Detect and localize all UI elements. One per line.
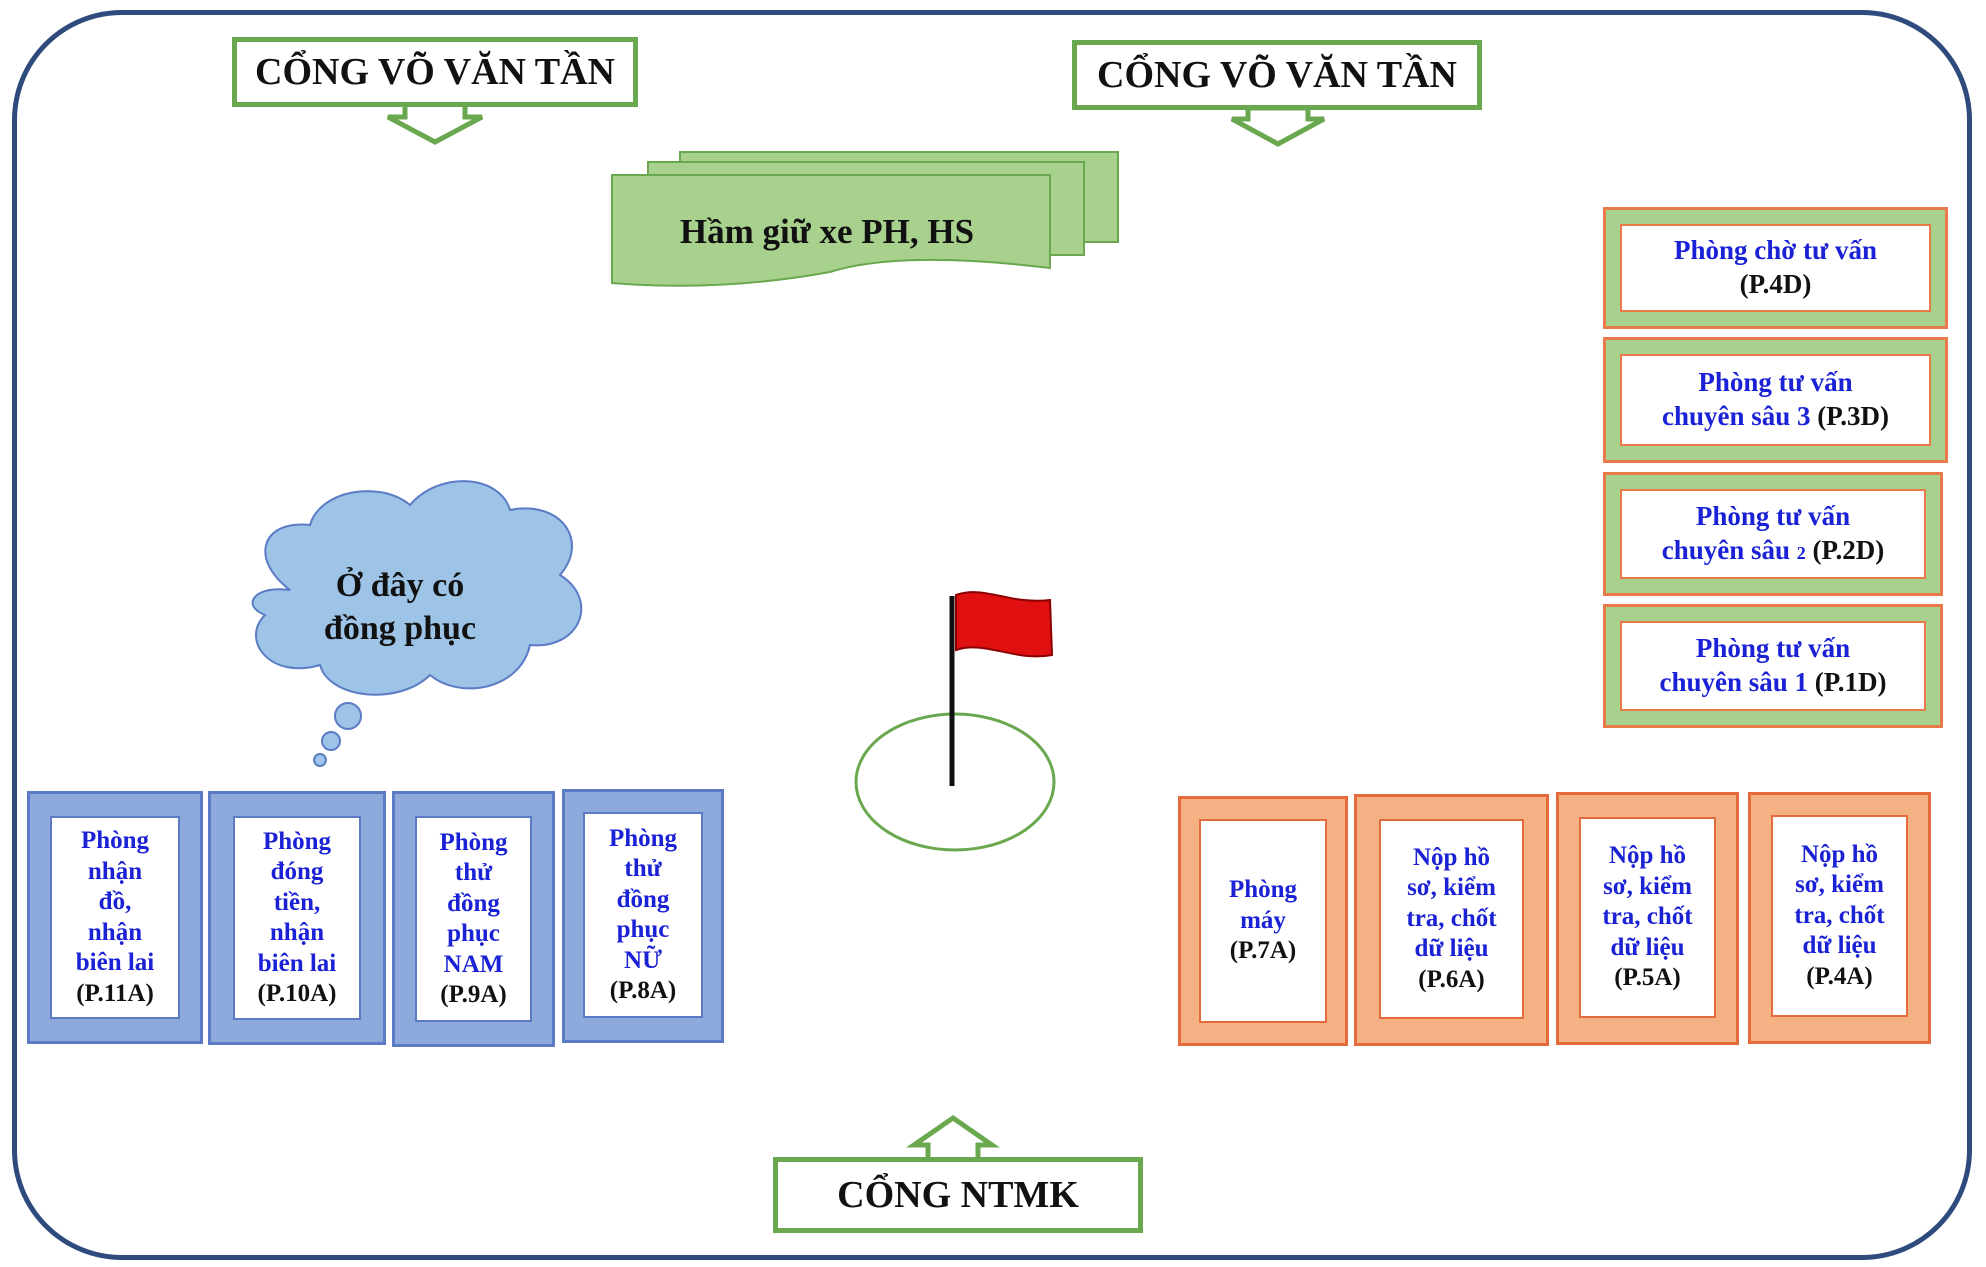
room-number-small: 2 bbox=[1796, 543, 1806, 563]
room-p11a: Phòng nhận đồ, nhận biên lai (P.11A) bbox=[27, 791, 203, 1044]
room-label-line: nhận bbox=[87, 918, 143, 946]
room-code: (P.7A) bbox=[1229, 937, 1297, 965]
room-label-line: phục bbox=[616, 916, 670, 943]
room-label-line: tiền, bbox=[273, 888, 321, 916]
room-label-line: tra, chốt bbox=[1406, 904, 1497, 932]
room-label-line: dữ liệu bbox=[1610, 933, 1685, 961]
flag-icon bbox=[955, 591, 1054, 658]
room-p1d: Phòng tư vấn chuyên sâu 1 (P.1D) bbox=[1603, 604, 1943, 728]
room-p10a: Phòng đóng tiền, nhận biên lai (P.10A) bbox=[208, 791, 386, 1045]
room-label-line: thử bbox=[454, 859, 493, 886]
room-p8a: Phòng thử đồng phục NỮ (P.8A) bbox=[562, 789, 724, 1043]
room-label-line: Nộp hồ bbox=[1608, 842, 1687, 870]
room-label: chuyên sâu bbox=[1661, 535, 1791, 565]
room-p5a: Nộp hồ sơ, kiểm tra, chốt dữ liệu (P.5A) bbox=[1556, 792, 1739, 1045]
room-label-line: Phòng bbox=[1228, 876, 1298, 904]
gate-top-left: CỔNG VÕ VĂN TẦN bbox=[232, 37, 638, 107]
room-label: Phòng tư vấn bbox=[1698, 367, 1853, 398]
room-label-line: Phòng bbox=[262, 827, 332, 855]
room-label-line: NỮ bbox=[624, 946, 662, 974]
room-label-line: phục bbox=[447, 920, 500, 947]
down-arrow-icon bbox=[1230, 105, 1326, 147]
room-label: Phòng tư vấn bbox=[1695, 633, 1851, 664]
gate-top-right: CỔNG VÕ VĂN TẦN bbox=[1072, 40, 1482, 110]
room-p3d: Phòng tư vấn chuyên sâu 3 (P.3D) bbox=[1603, 337, 1948, 463]
room-label-line: Phòng bbox=[80, 827, 150, 854]
room-label-line: biên lai bbox=[257, 949, 337, 977]
room-label: Phòng chờ tư vấn bbox=[1674, 235, 1877, 266]
bubble-line-2: đồng phục bbox=[323, 609, 477, 647]
room-code: (P.8A) bbox=[609, 977, 677, 1004]
down-arrow-icon bbox=[386, 101, 484, 145]
parking-shape bbox=[611, 151, 1119, 287]
room-label-line: sơ, kiểm bbox=[1603, 872, 1692, 900]
room-label-line: Phòng bbox=[608, 824, 678, 852]
room-label-line: dữ liệu bbox=[1802, 932, 1877, 960]
gate-top-left-label: CỔNG VÕ VĂN TẦN bbox=[255, 51, 615, 93]
cloud-icon bbox=[251, 480, 583, 767]
room-label-line: nhận bbox=[87, 857, 143, 885]
flag-circle bbox=[854, 712, 1056, 852]
room-code: (P.4A) bbox=[1806, 962, 1873, 990]
room-label: chuyên sâu 3 bbox=[1661, 401, 1811, 431]
room-label-line: sơ, kiểm bbox=[1407, 874, 1496, 902]
room-code: (P.2D) bbox=[1812, 535, 1885, 565]
gate-bottom: CỔNG NTMK bbox=[773, 1157, 1143, 1233]
room-label-line: Nộp hồ bbox=[1412, 843, 1491, 871]
room-label-line: NAM bbox=[443, 950, 504, 978]
room-code: (P.5A) bbox=[1614, 964, 1681, 992]
room-p4a: Nộp hồ sơ, kiểm tra, chốt dữ liệu (P.4A) bbox=[1748, 792, 1931, 1044]
room-label-line: thử bbox=[624, 855, 662, 882]
room-label-line: đồ, bbox=[98, 888, 132, 915]
room-label-line: Nộp hồ bbox=[1800, 840, 1879, 868]
room-code: (P.3D) bbox=[1817, 401, 1890, 431]
room-label: chuyên sâu 1 bbox=[1659, 667, 1809, 697]
room-label-line: đóng bbox=[270, 858, 324, 885]
room-label-line: sơ, kiểm bbox=[1795, 871, 1884, 899]
room-code: (P.9A) bbox=[440, 981, 507, 1008]
room-label-line: biên lai bbox=[75, 949, 155, 976]
gate-bottom-label: CỔNG NTMK bbox=[837, 1174, 1079, 1216]
room-p4d: Phòng chờ tư vấn (P.4D) bbox=[1603, 207, 1948, 329]
room-p9a: Phòng thử đồng phục NAM (P.9A) bbox=[392, 791, 555, 1047]
bubble-line-1: Ở đây có bbox=[335, 567, 465, 604]
room-code: (P.11A) bbox=[76, 979, 154, 1007]
room-code: (P.1D) bbox=[1814, 667, 1887, 697]
room-p7a: Phòng máy (P.7A) bbox=[1178, 796, 1348, 1046]
room-code: (P.6A) bbox=[1418, 965, 1485, 993]
room-p2d: Phòng tư vấn chuyên sâu 2 (P.2D) bbox=[1603, 472, 1943, 596]
room-code: (P.4D) bbox=[1739, 269, 1812, 299]
room-label-line: nhận bbox=[269, 919, 325, 946]
parking-label: Hầm giữ xe PH, HS bbox=[679, 212, 975, 251]
room-p6a: Nộp hồ sơ, kiểm tra, chốt dữ liệu (P.6A) bbox=[1354, 794, 1549, 1046]
room-label-line: đồng bbox=[447, 889, 500, 917]
gate-top-right-label: CỔNG VÕ VĂN TẦN bbox=[1097, 54, 1457, 96]
up-arrow-icon bbox=[905, 1114, 1001, 1163]
room-label-line: tra, chốt bbox=[1794, 901, 1885, 929]
room-label-line: Phòng bbox=[439, 828, 508, 856]
room-label-line: máy bbox=[1240, 906, 1286, 934]
room-label-line: tra, chốt bbox=[1602, 903, 1693, 931]
room-label-line: đồng bbox=[616, 885, 670, 913]
uniform-bubble-text: Ở đây có đồng phục bbox=[290, 565, 510, 650]
room-label: Phòng tư vấn bbox=[1695, 501, 1851, 532]
campus-boundary bbox=[12, 10, 1972, 1260]
room-label-line: dữ liệu bbox=[1414, 935, 1489, 963]
room-code: (P.10A) bbox=[257, 980, 337, 1007]
